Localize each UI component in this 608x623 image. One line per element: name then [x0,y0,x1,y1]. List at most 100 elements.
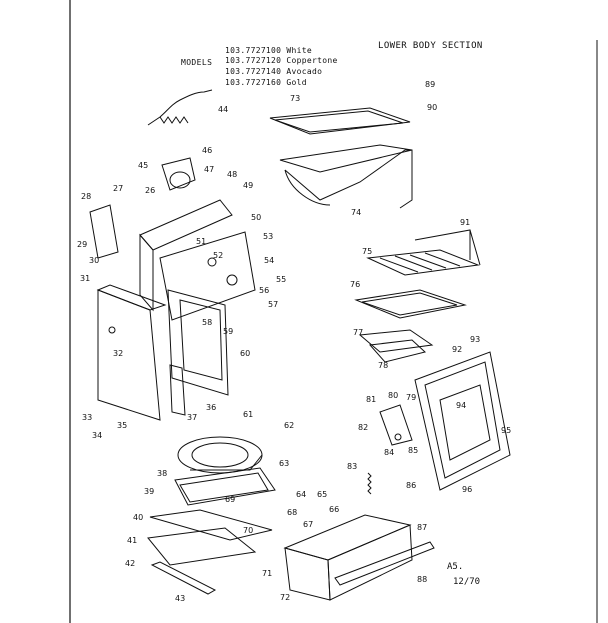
callout-label: 46 [202,146,212,155]
callout-label: 28 [81,192,91,201]
drawer-rail-part [334,541,435,586]
callout-label: 27 [113,184,123,193]
callout-label: 45 [138,161,148,170]
callout-label: 60 [240,349,250,358]
burner-bowl-part [177,436,263,474]
callout-label: 54 [264,256,274,265]
side-panel-part [89,204,119,259]
callout-label: 80 [388,391,398,400]
callout-label: 40 [133,513,143,522]
callout-label: 94 [456,401,466,410]
callout-label: 82 [358,423,368,432]
callout-label: 95 [501,426,511,435]
callout-label: 53 [263,232,273,241]
inner-panel-part [167,289,229,396]
callout-label: 63 [279,459,289,468]
bracket-part [169,364,186,416]
oven-rack-part [366,249,480,276]
callout-label: 74 [351,208,361,217]
callout-label: 38 [157,469,167,478]
section-title: LOWER BODY SECTION [378,41,483,51]
burner-tray-part [174,467,276,506]
callout-label: 71 [262,569,272,578]
callout-label: 35 [117,421,127,430]
rack-frame-part [414,229,481,266]
callout-label: 65 [317,490,327,499]
callout-label: 79 [406,393,416,402]
callout-label: 87 [417,523,427,532]
callout-label: 36 [206,403,216,412]
callout-label: 68 [287,508,297,517]
callout-label: 92 [452,345,462,354]
callout-label: 77 [353,328,363,337]
callout-label: 78 [378,361,388,370]
storage-drawer-part [283,514,413,601]
callout-label: 62 [284,421,294,430]
callout-label: 33 [82,413,92,422]
callout-label: 86 [406,481,416,490]
callout-label: 26 [145,186,155,195]
callout-label: 50 [251,213,261,222]
callout-label: 41 [127,536,137,545]
callout-label: 42 [125,559,135,568]
callout-label: 81 [366,395,376,404]
callout-label: 48 [227,170,237,179]
callout-label: 61 [243,410,253,419]
callout-label: 93 [470,335,480,344]
callout-label: 64 [296,490,306,499]
footer-code: A5. [447,562,464,572]
callout-label: 56 [259,286,269,295]
callout-label: 57 [268,300,278,309]
callout-label: 73 [290,94,300,103]
cooktop-frame-part [279,144,413,209]
cooktop-panel-part [269,107,411,135]
model-line: 103.7727160 Gold [225,78,307,87]
model-line: 103.7727100 White [225,46,312,55]
door-latch-part [379,404,413,446]
callout-label: 75 [362,247,372,256]
callout-label: 84 [384,448,394,457]
power-cord-part [147,89,213,126]
callout-label: 76 [350,280,360,289]
callout-label: 58 [202,318,212,327]
back-panel-part [139,199,233,312]
kick-strip-part [150,561,217,595]
oven-door-part [414,351,511,491]
callout-label: 88 [417,575,427,584]
callout-label: 89 [425,80,435,89]
callout-label: 66 [329,505,339,514]
callout-label: 43 [175,594,185,603]
callout-label: 96 [462,485,472,494]
callout-label: 29 [77,240,87,249]
callout-label: 85 [408,446,418,455]
callout-label: 47 [204,165,214,174]
callout-label: 34 [92,431,102,440]
callout-label: 90 [427,103,437,112]
blower-part [161,157,196,191]
callout-label: 67 [303,520,313,529]
callout-label: 83 [347,462,357,471]
callout-label: 51 [196,237,206,246]
callout-label: 52 [213,251,223,260]
callout-label: 49 [243,181,253,190]
callout-label: 91 [460,218,470,227]
callout-label: 39 [144,487,154,496]
broiler-part [358,329,434,363]
callout-label: 31 [80,274,90,283]
models-label: MODELS [181,58,213,67]
callout-label: 44 [218,105,228,114]
footer-date: 12/70 [453,577,481,587]
callout-label: 55 [276,275,286,284]
spring-part [367,472,372,495]
model-line: 103.7727120 Coppertone [225,56,338,65]
model-line: 103.7727140 Avocado [225,67,323,76]
cabinet-side-part [96,284,167,421]
callout-label: 37 [187,413,197,422]
oven-bottom-part [354,289,467,319]
callout-label: 30 [89,256,99,265]
bottom-plate-part [147,527,257,566]
callout-label: 69 [225,495,235,504]
